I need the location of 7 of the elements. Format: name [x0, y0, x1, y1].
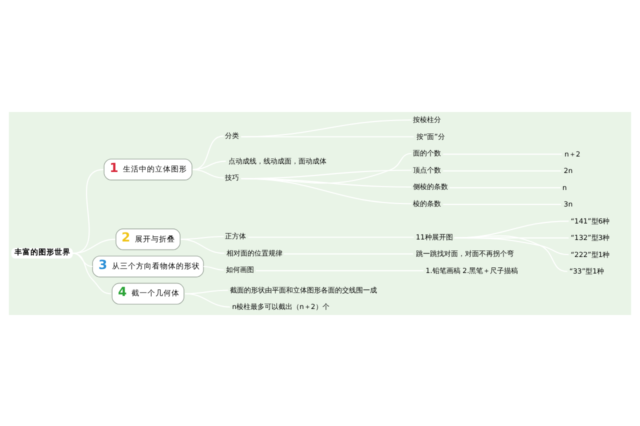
connector — [180, 238, 224, 254]
connector — [192, 135, 224, 170]
connector — [72, 252, 112, 294]
connector — [192, 168, 224, 178]
connector — [203, 266, 224, 270]
connector — [185, 289, 228, 294]
connector — [184, 292, 230, 307]
